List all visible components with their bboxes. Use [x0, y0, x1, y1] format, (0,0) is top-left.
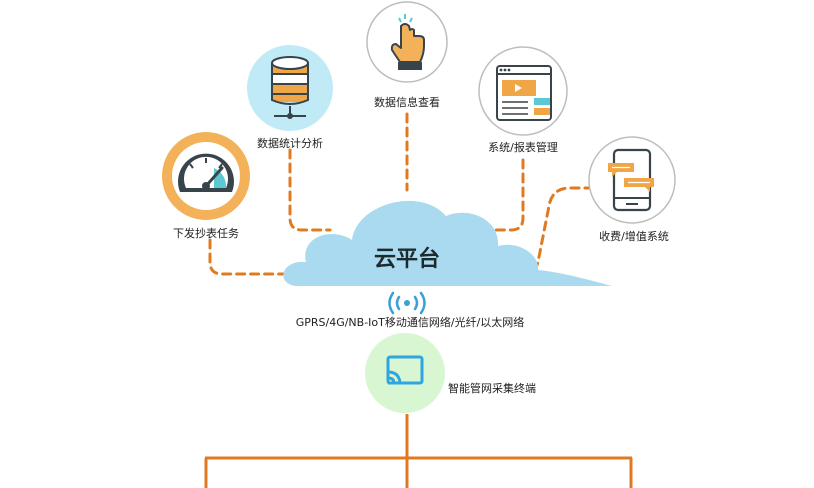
- label-download-task: 下发抄表任务: [173, 226, 239, 240]
- node-data-query: 数据信息查看: [366, 1, 448, 109]
- node-system-report: 系统/报表管理: [478, 46, 568, 154]
- label-terminal: 智能管网采集终端: [448, 381, 536, 395]
- connector-system: [478, 158, 525, 232]
- phone-chat-icon: [608, 148, 654, 212]
- connector-statistics: [288, 148, 332, 232]
- label-system-report: 系统/报表管理: [488, 140, 558, 154]
- cloud-platform: 云平台: [283, 200, 612, 286]
- browser-window-icon: [496, 65, 552, 121]
- hand-pointer-icon: [390, 14, 425, 70]
- tree-connector: [204, 414, 633, 488]
- node-terminal: 智能管网采集终端: [365, 333, 536, 413]
- gauge-icon: [178, 153, 234, 192]
- label-billing: 收费/增值系统: [599, 229, 669, 243]
- node-billing: 收费/增值系统: [588, 136, 676, 243]
- node-download-task: 下发抄表任务: [162, 132, 250, 240]
- label-data-query: 数据信息查看: [374, 95, 440, 109]
- database-icon: [271, 56, 309, 119]
- terminal-circle: [365, 333, 445, 413]
- label-network: GPRS/4G/NB-IoT移动通信网络/光纤/以太网络: [296, 315, 525, 329]
- wifi-signal-icon: [388, 291, 426, 315]
- connector-download: [208, 238, 302, 276]
- cloud-shape: [283, 200, 612, 286]
- cloud-label: 云平台: [374, 246, 440, 272]
- node-statistics: 数据统计分析: [247, 45, 333, 150]
- cast-screen-icon: [386, 355, 424, 385]
- label-statistics: 数据统计分析: [257, 136, 323, 150]
